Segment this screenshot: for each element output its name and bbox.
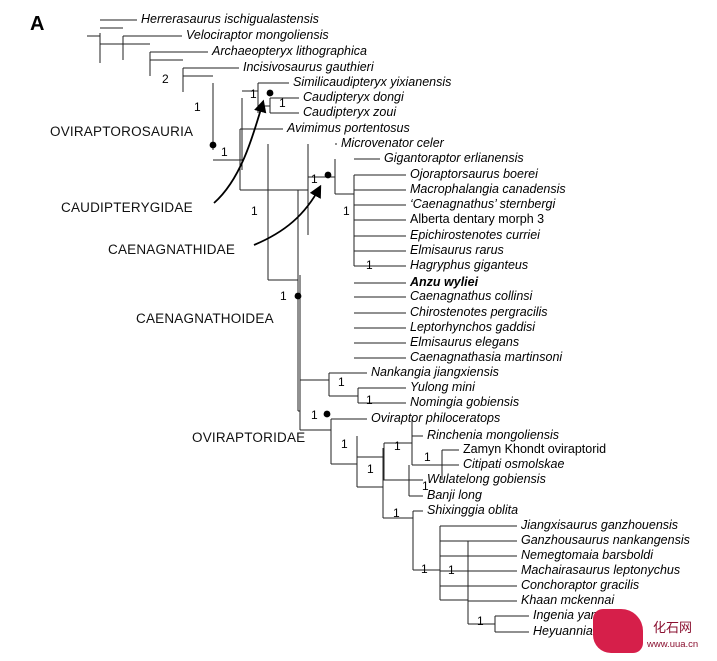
clade-label-oviraptoridae: OVIRAPTORIDAE [192, 430, 306, 445]
support-value: 1 [422, 479, 429, 493]
watermark-logo-icon [593, 609, 643, 653]
support-value: 1 [311, 172, 318, 186]
taxon-label: Velociraptor mongoliensis [186, 28, 329, 42]
support-value: 1 [279, 96, 286, 110]
watermark-brand: 化石网 [653, 621, 693, 636]
taxon-label: Alberta dentary morph 3 [410, 212, 545, 226]
watermark-url: www.uua.cn [647, 639, 699, 650]
support-value: 2 [162, 72, 169, 86]
node-dot [209, 141, 217, 149]
taxon-label: Incisivosaurus gauthieri [243, 60, 374, 74]
support-value: 1 [341, 437, 348, 451]
taxon-label: Citipati osmolskae [463, 457, 565, 471]
support-value: 1 [366, 258, 373, 272]
clade-label-caenagnathidae: CAENAGNATHIDAE [108, 242, 236, 257]
taxon-label: Chirostenotes pergracilis [410, 305, 548, 319]
taxon-label: Caudipteryx zoui [303, 105, 397, 119]
node-dot [294, 292, 302, 300]
taxon-label: Anzu wyliei [410, 275, 479, 289]
taxon-label: Conchoraptor gracilis [521, 578, 640, 592]
support-value: 1 [338, 375, 345, 389]
taxon-label: Jiangxisaurus ganzhouensis [521, 518, 679, 532]
support-value: 1 [477, 614, 484, 628]
support-value: 1 [366, 393, 373, 407]
support-value: 1 [394, 439, 401, 453]
taxon-label: ‘Caenagnathus’ sternbergi [410, 197, 556, 211]
support-value: 1 [311, 408, 318, 422]
taxon-label: Avimimus portentosus [287, 121, 410, 135]
support-value: 1 [221, 145, 228, 159]
watermark-logo: 化石网 www.uua.cn [593, 609, 709, 657]
taxon-label: Hagryphus giganteus [410, 258, 529, 272]
panel-label: A [30, 13, 45, 35]
taxon-label: Epichirostenotes curriei [410, 228, 540, 242]
taxon-label: Caenagnathasia martinsoni [410, 350, 563, 364]
taxon-label: Elmisaurus elegans [410, 335, 520, 349]
support-value: 1 [421, 562, 428, 576]
support-value: 1 [343, 204, 350, 218]
caudipterygidae-arrow [213, 99, 267, 204]
node-dot [266, 89, 274, 97]
taxon-label: Wulatelong gobiensis [427, 472, 546, 486]
taxon-label: Macrophalangia canadensis [410, 182, 566, 196]
support-value: 1 [250, 87, 257, 101]
node-dot [324, 171, 332, 179]
taxon-label: Caenagnathus collinsi [410, 289, 533, 303]
support-value: 1 [194, 100, 201, 114]
support-value: 1 [424, 450, 431, 464]
taxon-label: Nankangia jiangxiensis [371, 365, 499, 379]
taxon-label: Oviraptor philoceratops [371, 411, 501, 425]
support-value: 1 [367, 462, 374, 476]
taxon-label: Yulong mini [410, 380, 475, 394]
taxon-label: Shixinggia oblita [427, 503, 519, 517]
taxon-label: Microvenator celer [341, 136, 444, 150]
taxon-label: Ganzhousaurus nankangensis [521, 533, 690, 547]
taxon-label: Similicaudipteryx yixianensis [293, 75, 452, 89]
taxon-label: Archaeopteryx lithographica [212, 44, 367, 58]
node-dot [323, 410, 331, 418]
support-value: 1 [448, 563, 455, 577]
taxon-label: Khaan mckennai [521, 593, 615, 607]
taxon-label: Caudipteryx dongi [303, 90, 404, 104]
taxon-label: Gigantoraptor erlianensis [384, 151, 524, 165]
taxon-label: Rinchenia mongoliensis [427, 428, 560, 442]
taxon-label: Ojoraptorsaurus boerei [410, 167, 538, 181]
taxon-label: Machairasaurus leptonychus [521, 563, 681, 577]
taxon-label: Nomingia gobiensis [410, 395, 520, 409]
taxon-label: Herrerasaurus ischigualastensis [141, 12, 319, 26]
caenagnathidae-arrow [253, 184, 322, 246]
taxon-label: Zamyn Khondt oviraptorid [463, 442, 607, 456]
clade-label-caenagnathoidea: CAENAGNATHOIDEA [136, 311, 274, 326]
taxon-label: Banji long [427, 488, 482, 502]
clade-label-oviraptorosauria: OVIRAPTOROSAURIA [50, 124, 194, 139]
taxon-label: Nemegtomaia barsboldi [521, 548, 654, 562]
taxon-label: Elmisaurus rarus [410, 243, 504, 257]
clade-label-caudipterygidae: CAUDIPTERYGIDAE [61, 200, 193, 215]
support-value: 1 [393, 506, 400, 520]
taxon-label: Leptorhynchos gaddisi [410, 320, 536, 334]
support-value: 1 [251, 204, 258, 218]
support-value: 1 [280, 289, 287, 303]
